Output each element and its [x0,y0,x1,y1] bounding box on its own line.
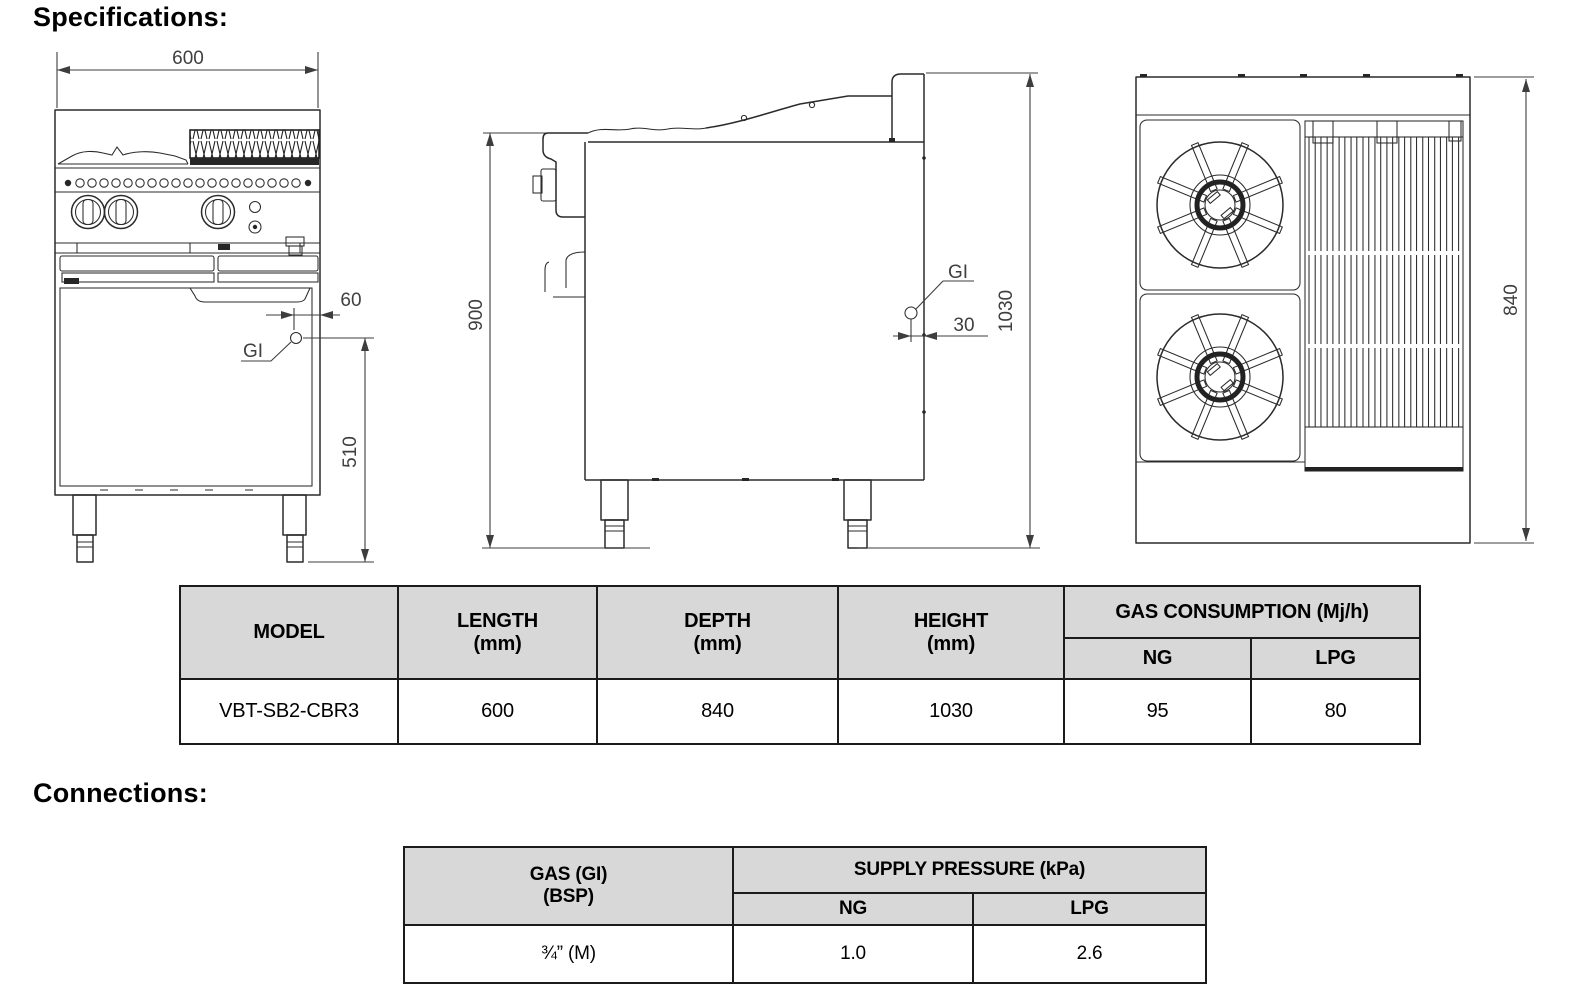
side-inlet-offset-dim-label: 30 [953,315,974,336]
chargrill-top [1304,120,1464,472]
spec-col-lpg: LPG [1250,637,1421,680]
spec-ng-value: 95 [1063,678,1252,745]
front-burner-trivet [57,146,189,165]
connections-table: GAS (GI)(BSP) SUPPLY PRESSURE (kPa) NG L… [403,846,1207,984]
side-gas-inlet-label: GI [948,262,968,283]
conn-size-value: ¾” (M) [403,924,734,984]
spec-table-row: VBT-SB2-CBR3 600 840 1030 95 80 [179,678,1421,745]
connections-heading: Connections: [33,778,208,808]
splashback [889,73,925,480]
top-depth-dim-label: 840 [1501,284,1522,316]
conn-col-gas: GAS (GI)(BSP) [403,846,734,926]
front-inlet-offset-dim-label: 60 [340,290,361,311]
spec-length-value: 600 [397,678,598,745]
front-legs [72,494,307,563]
control-knobs [70,194,236,230]
spec-table: MODEL LENGTH(mm) DEPTH(mm) HEIGHT(mm) GA… [179,585,1421,745]
side-gas-inlet-marker [904,306,918,320]
conn-ng-value: 1.0 [732,924,974,984]
spec-col-height: HEIGHT(mm) [837,585,1065,680]
side-overall-height-dim-label: 1030 [996,290,1017,332]
ignition-button [248,220,262,234]
drip-tray [1304,426,1464,472]
gas-valve-detail [285,236,305,256]
front-width-dim-label: 600 [172,48,204,69]
side-legs [600,479,872,549]
spec-height-value: 1030 [837,678,1065,745]
conn-col-ng: NG [732,892,974,926]
front-gas-inlet-label: GI [243,341,263,362]
spec-col-ng: NG [1063,637,1252,680]
burner-holes-row [64,178,312,188]
front-chargrill [189,129,320,165]
side-view-drawing: 900 [466,72,1040,549]
spec-lpg-value: 80 [1250,678,1421,745]
spec-col-length: LENGTH(mm) [397,585,598,680]
conn-col-supply-pressure: SUPPLY PRESSURE (kPa) [732,846,1207,894]
pilot-indicator [248,200,262,214]
spec-model-value: VBT-SB2-CBR3 [179,678,399,745]
spec-col-gas-consumption: GAS CONSUMPTION (Mj/h) [1063,585,1421,639]
technical-drawings: 600 [54,48,1534,563]
front-view-drawing: 600 [54,48,374,563]
gas-inlet-marker [289,331,303,345]
side-work-height-dim-label: 900 [466,299,487,331]
spec-col-depth: DEPTH(mm) [596,585,839,680]
side-control-knob [532,168,557,202]
connections-table-row: ¾” (M) 1.0 2.6 [403,924,1207,984]
spec-depth-value: 840 [596,678,839,745]
specifications-heading: Specifications: [33,2,229,32]
conn-lpg-value: 2.6 [972,924,1207,984]
cabinet-door [59,287,313,487]
top-view-drawing: 840 [1135,74,1534,544]
open-burner-top [1156,141,1284,441]
spec-col-model: MODEL [179,585,399,680]
conn-col-lpg: LPG [972,892,1207,926]
front-inlet-height-dim-label: 510 [340,436,361,468]
